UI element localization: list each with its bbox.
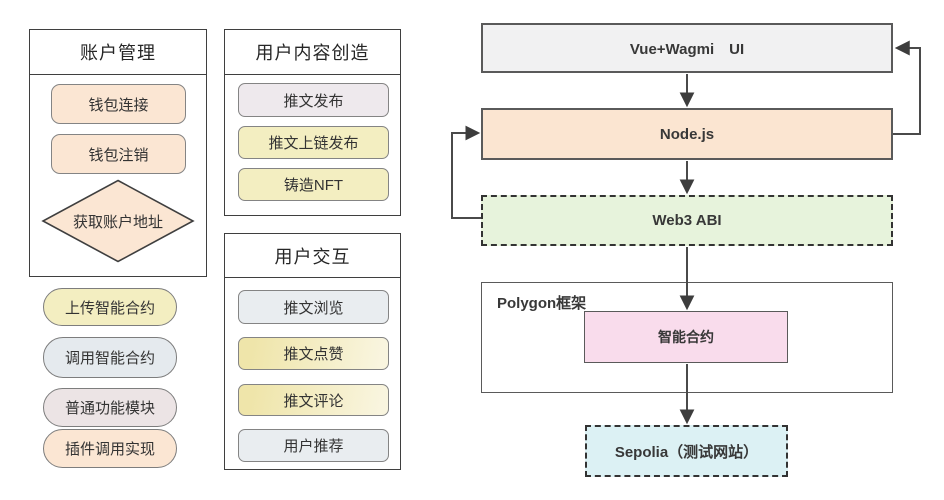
- user-recommend-shape: 用户推荐: [238, 429, 389, 462]
- wallet-logout-shape: 钱包注销: [51, 134, 186, 174]
- tweet-comment-shape: 推文评论: [238, 384, 389, 416]
- wallet-connect-shape: 钱包连接: [51, 84, 186, 124]
- content-creation-panel: 用户内容创造 推文发布 推文上链发布 铸造NFT: [224, 29, 401, 216]
- flow-node-vue-wagmi-ui: Vue+Wagmi UI: [481, 23, 893, 73]
- arrow-node-feedback-to-ui: [893, 40, 921, 135]
- diamond-label: 获取账户地址: [72, 213, 163, 231]
- flow-node-sepolia: Sepolia（测试网站）: [585, 425, 788, 477]
- tweet-browse-shape: 推文浏览: [238, 290, 389, 324]
- polygon-framework-label: Polygon框架: [497, 295, 587, 312]
- arrow-abi-feedback-to-node: [451, 125, 481, 219]
- content-panel-title: 用户内容创造: [225, 30, 400, 75]
- flow-node-web3-abi: Web3 ABI: [481, 195, 893, 246]
- user-interaction-panel: 用户交互 推文浏览 推文点赞 推文评论 用户推荐: [224, 233, 401, 470]
- account-panel-title: 账户管理: [30, 30, 206, 75]
- account-management-panel: 账户管理 钱包连接 钱包注销 获取账户地址: [29, 29, 207, 277]
- tweet-onchain-publish-shape: 推文上链发布: [238, 126, 389, 159]
- get-account-address-diamond: 获取账户地址: [41, 179, 195, 263]
- flow-node-smart-contract: 智能合约: [584, 311, 788, 363]
- tweet-like-shape: 推文点赞: [238, 337, 389, 370]
- flow-node-nodejs: Node.js: [481, 108, 893, 160]
- legend-pill-call-contract: 调用智能合约: [43, 337, 177, 378]
- diamond-shape-icon: [41, 179, 195, 263]
- legend-pill-plugin-call: 插件调用实现: [43, 429, 177, 468]
- tweet-publish-shape: 推文发布: [238, 83, 389, 117]
- legend-pill-upload-contract: 上传智能合约: [43, 288, 177, 326]
- interaction-panel-title: 用户交互: [225, 234, 400, 278]
- mint-nft-shape: 铸造NFT: [238, 168, 389, 201]
- legend-pill-normal-module: 普通功能模块: [43, 388, 177, 427]
